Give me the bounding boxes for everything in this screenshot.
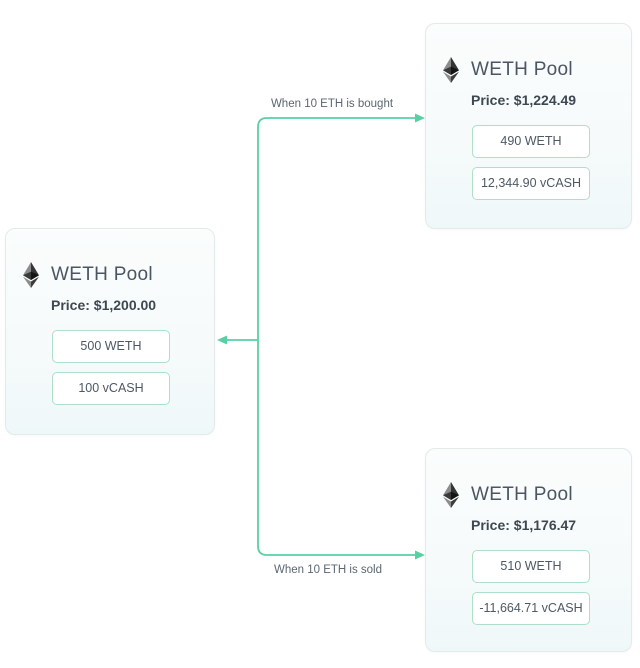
pool-reserves: 510 WETH -11,664.71 vCASH [472,550,590,625]
pool-card-header: WETH Pool [443,57,631,83]
pool-reserves: 490 WETH 12,344.90 vCASH [472,125,590,200]
pool-card-current: WETH Pool Price: $1,200.00 500 WETH 100 … [5,228,215,435]
edge-label-bought: When 10 ETH is bought [270,98,394,110]
ethereum-icon [23,262,39,288]
pool-card-sold: WETH Pool Price: $1,176.47 510 WETH -11,… [425,448,632,652]
weth-reserve-box: 490 WETH [472,125,590,158]
pool-reserves: 500 WETH 100 vCASH [52,330,170,405]
ethereum-icon [443,57,459,83]
pool-price: Price: $1,176.47 [471,517,577,533]
pool-card-bought: WETH Pool Price: $1,224.49 490 WETH 12,3… [425,23,632,229]
pool-title: WETH Pool [471,484,573,505]
arrow-trunk-path [257,117,416,556]
pool-title: WETH Pool [471,59,573,80]
arrowhead-bought [415,113,425,123]
vcash-reserve-box: 100 vCASH [52,372,170,405]
arrowhead-current [217,335,227,345]
arrowhead-sold [415,550,425,560]
edge-label-sold: When 10 ETH is sold [273,564,382,576]
vcash-reserve-box: 12,344.90 vCASH [472,167,590,200]
pool-price: Price: $1,200.00 [51,297,157,313]
weth-reserve-box: 500 WETH [52,330,170,363]
pool-price: Price: $1,224.49 [471,92,577,108]
pool-card-header: WETH Pool [443,482,631,508]
weth-reserve-box: 510 WETH [472,550,590,583]
vcash-reserve-box: -11,664.71 vCASH [472,592,590,625]
pool-title: WETH Pool [51,264,153,285]
pool-card-header: WETH Pool [23,262,214,288]
ethereum-icon [443,482,459,508]
